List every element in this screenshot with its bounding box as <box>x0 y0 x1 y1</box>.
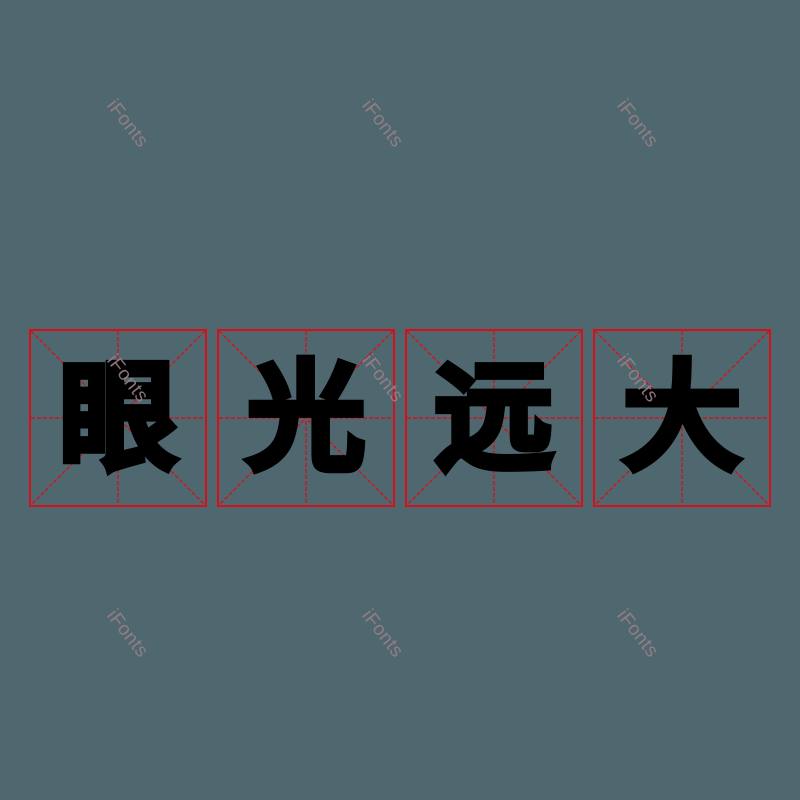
watermark: iFonts <box>357 95 408 152</box>
watermark: iFonts <box>102 605 153 662</box>
watermark: iFonts <box>612 605 663 662</box>
character-tile-1: 眼 <box>29 329 207 507</box>
mi-grid-icon <box>595 331 769 505</box>
watermark: iFonts <box>612 95 663 152</box>
mi-grid-icon <box>219 331 393 505</box>
character-glyph: 大 <box>620 349 744 487</box>
character-tile-3: 远 <box>405 329 583 507</box>
watermark: iFonts <box>357 605 408 662</box>
character-glyph: 眼 <box>56 349 180 487</box>
character-tile-4: 大 <box>593 329 771 507</box>
mi-grid-icon <box>407 331 581 505</box>
character-tile-2: 光 <box>217 329 395 507</box>
character-glyph: 远 <box>432 349 556 487</box>
mi-grid-icon <box>31 331 205 505</box>
watermark: iFonts <box>102 95 153 152</box>
character-glyph: 光 <box>244 349 368 487</box>
